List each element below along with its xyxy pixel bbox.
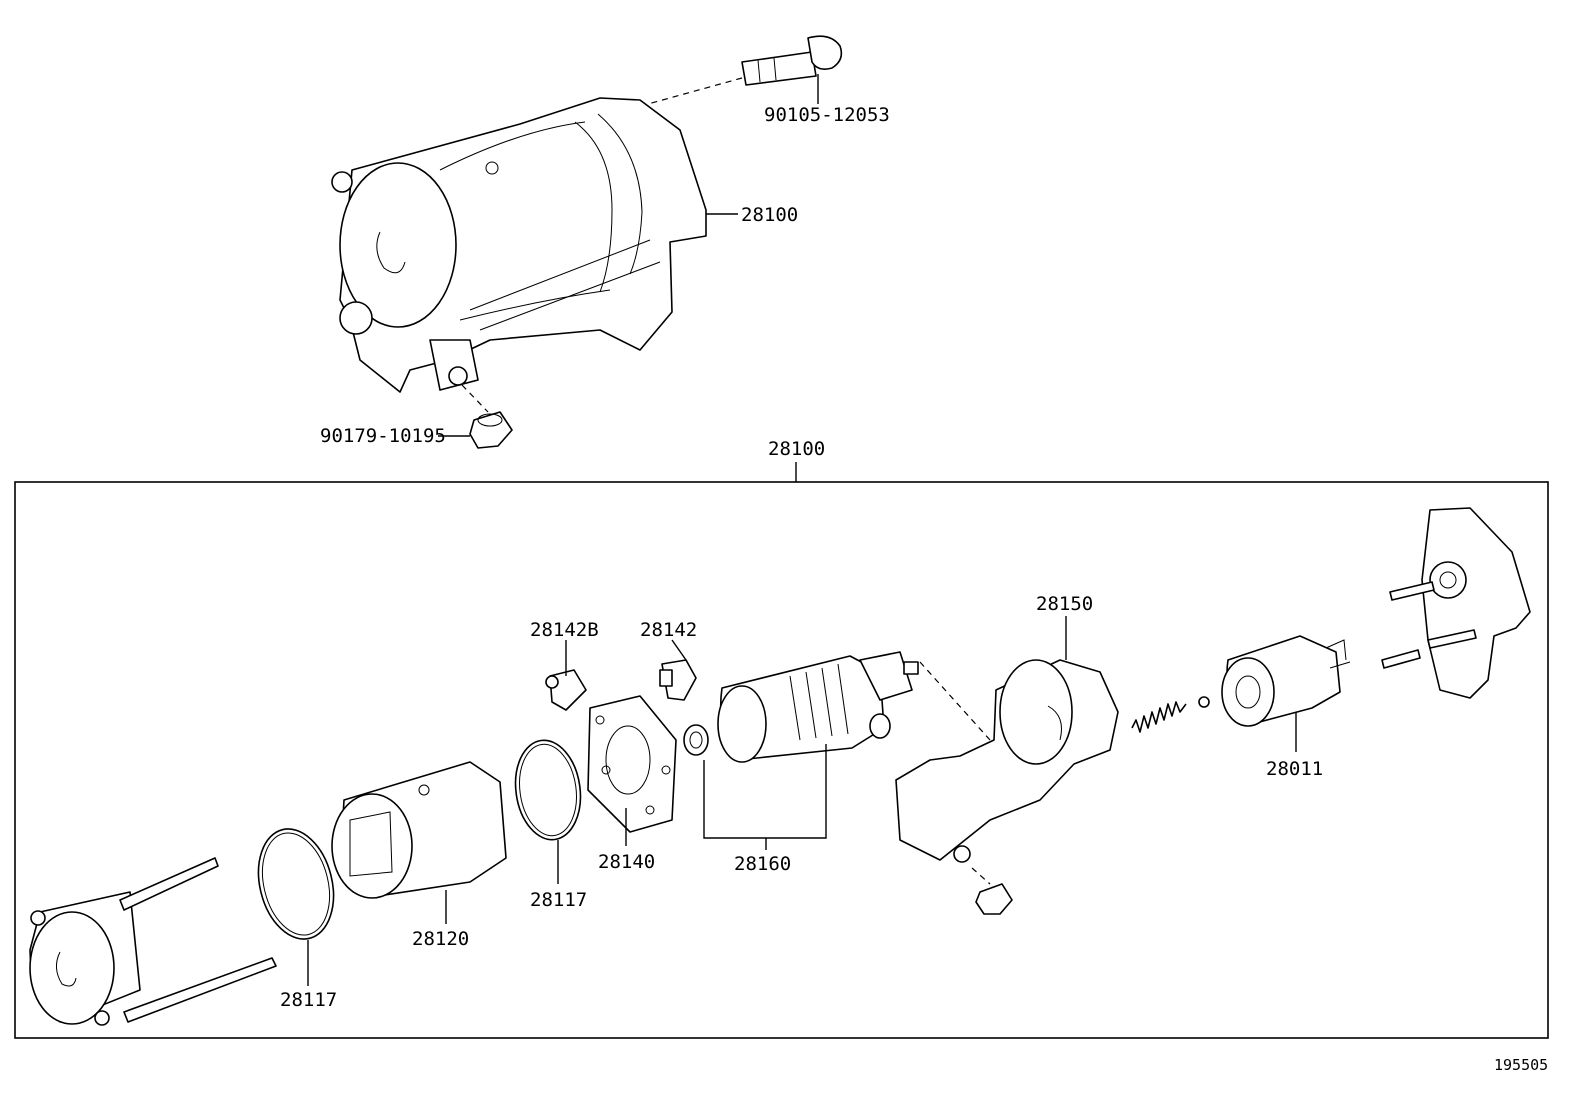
yoke-housing-part	[869, 659, 1119, 863]
reference-number: 195505	[1494, 1056, 1548, 1074]
brush-holder-number: 28142	[640, 619, 697, 641]
brush-holder-b-number: 28142B	[530, 619, 599, 641]
exploded-view-title: 28100	[768, 438, 825, 460]
o-ring-left-number: 28117	[280, 989, 337, 1011]
bolt-part-number: 90105-12053	[764, 104, 890, 126]
end-cover-part	[29, 857, 277, 1026]
field-yoke-part	[331, 761, 507, 899]
o-ring-left-part	[257, 828, 335, 940]
drive-housing-part	[1381, 507, 1531, 699]
bearing-part	[683, 724, 709, 756]
nut-part-number: 90179-10195	[320, 425, 446, 447]
bolt-part	[741, 35, 843, 86]
nut-exploded-part	[975, 883, 1013, 915]
armature-number: 28160	[734, 853, 791, 875]
exploded-view-frame	[14, 481, 1549, 1039]
brush-plate-part	[587, 695, 677, 833]
armature-part	[717, 651, 919, 763]
brush-holder-part	[659, 659, 697, 701]
clutch-number: 28011	[1266, 758, 1323, 780]
brush-plate-number: 28140	[598, 851, 655, 873]
nut-part	[469, 411, 513, 449]
starter-motor-part	[331, 97, 707, 393]
starter-assembly-illustration	[331, 35, 843, 449]
brush-holder-b-part	[545, 669, 587, 711]
clutch-part	[1221, 635, 1351, 727]
o-ring-mid-number: 28117	[530, 889, 587, 911]
o-ring-mid-part	[514, 739, 582, 841]
starter-part-number: 28100	[741, 204, 798, 226]
yoke-housing-number: 28150	[1036, 593, 1093, 615]
spring-part	[1131, 701, 1187, 733]
field-yoke-number: 28120	[412, 928, 469, 950]
